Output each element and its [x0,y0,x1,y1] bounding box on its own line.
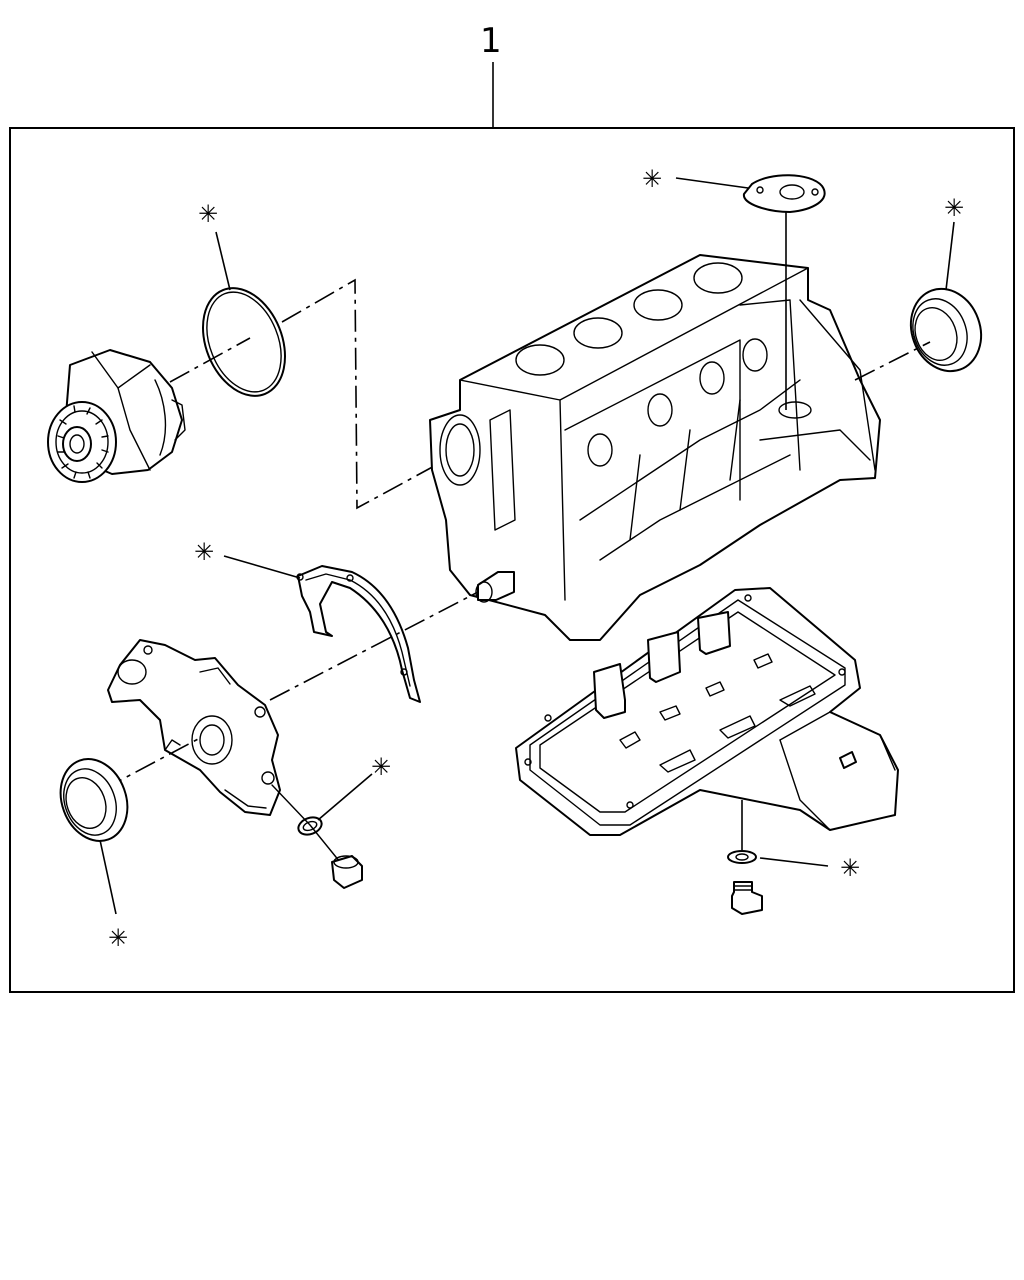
rear-main-seal-alignment-line [854,341,931,381]
flange-gasket [743,174,826,213]
oil-pan-drain-plug [731,881,763,915]
water-pump-o-ring [201,287,287,397]
front-seal-marker-leader [99,839,117,915]
oil-pump-plug-seal-ring [297,816,323,836]
oil-pump-plug [331,855,363,889]
front-crank-seal [59,758,129,842]
oil-pan [515,587,899,836]
kit-marker-front-cover-gasket: ✳ [194,538,214,566]
flange-gasket-marker-leader [675,177,749,189]
drain-washer-marker-leader [759,857,829,867]
oil-pan-drain-washer [727,850,757,864]
kit-marker-front-seal: ✳ [108,924,128,952]
front-cover-alignment-line [269,591,479,701]
kit-marker-drain-washer: ✳ [840,854,860,882]
oil-pump [107,639,281,816]
rear-main-seal [909,287,983,373]
oil-pump-plug-seal-ring-inner [302,820,318,832]
cylinder-block [429,254,881,641]
kit-marker-flange-gasket: ✳ [642,165,662,193]
plug-seal-marker-leader [317,773,373,821]
part-number-label: 1 [480,21,502,61]
o-ring-marker-leader [215,231,231,291]
front-cover-gasket-marker-leader [223,555,301,579]
water-pump-o-ring-inner [206,291,282,393]
water-pump [47,349,186,483]
front-cover-gasket [296,565,421,703]
crankshaft-nose [475,571,515,603]
drain-plug-alignment-line [271,784,341,863]
kit-frame [9,127,1015,993]
kit-marker-rear-seal: ✳ [944,194,964,222]
water-pump-alignment-line [169,278,461,510]
kit-marker-o-ring: ✳ [198,200,218,228]
rear-seal-marker-leader [945,221,955,291]
oil-pan-drain-washer-hole [735,853,749,861]
kit-marker-plug-seal: ✳ [371,753,391,781]
